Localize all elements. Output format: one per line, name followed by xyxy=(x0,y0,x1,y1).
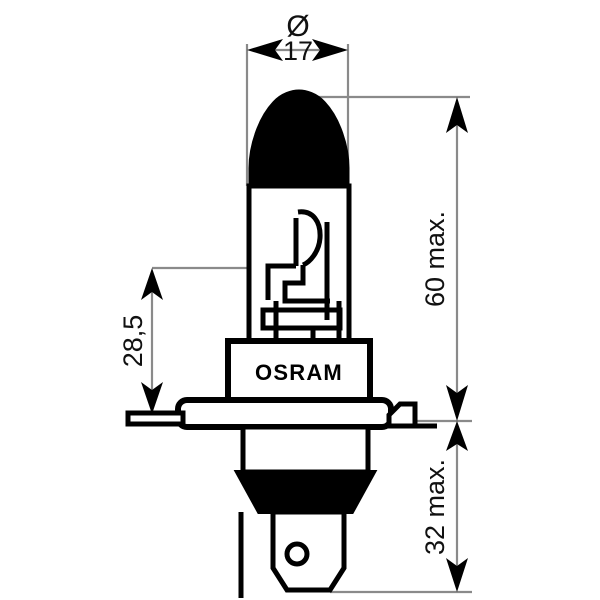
dimension-label-28-5: 28,5 xyxy=(118,315,148,368)
dimension-label-17: 17 xyxy=(283,36,313,66)
arrowhead-17-left xyxy=(247,39,283,61)
mounting-flange xyxy=(175,397,394,430)
base-body-lower xyxy=(240,424,371,475)
bulb-dome-tip xyxy=(248,89,350,187)
arrowhead-17-right xyxy=(312,39,348,61)
diameter-symbol: Ø xyxy=(286,10,309,43)
filament-coil-curve xyxy=(297,209,323,268)
bulb-geometry-group xyxy=(125,89,437,598)
glass-envelope xyxy=(246,183,352,344)
arrowhead-285-bottom xyxy=(141,382,163,414)
arrowhead-60-top xyxy=(446,97,468,133)
flange-extension-left xyxy=(125,410,186,427)
arrowhead-60-bottom xyxy=(446,385,468,421)
dimension-label-32-max: 32 max. xyxy=(420,459,450,555)
base-skirt-tapered xyxy=(233,470,378,514)
arrowhead-32-top xyxy=(446,421,468,451)
flange-locating-tab xyxy=(386,401,418,429)
filament-lead-step xyxy=(282,265,330,304)
filament-lead-left xyxy=(265,263,296,300)
arrowhead-32-bottom xyxy=(446,558,468,592)
labels-group: Ø 17 28,5 60 max. 32 max. OSRAM xyxy=(118,10,450,555)
brand-label: OSRAM xyxy=(255,360,343,385)
arrowhead-285-top xyxy=(141,268,163,300)
dimension-label-60-max: 60 max. xyxy=(420,211,450,307)
terminal-hole xyxy=(284,541,310,567)
arrowheads-group xyxy=(141,39,468,592)
